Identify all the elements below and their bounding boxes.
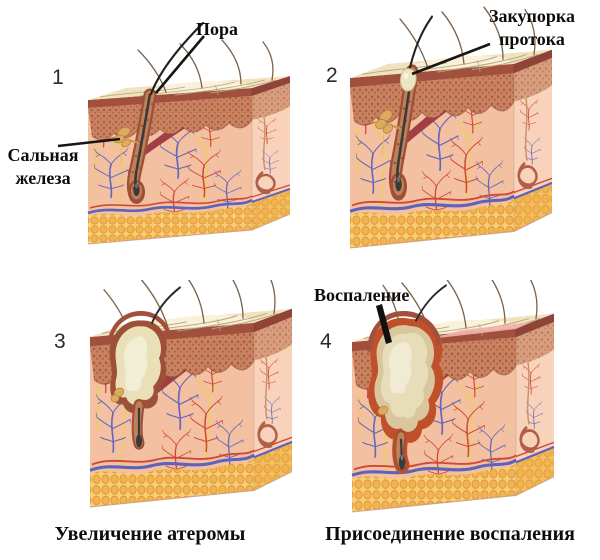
pointer-line-blockage	[411, 42, 491, 76]
pointer-arrow-inflammation	[376, 304, 392, 344]
panel-stage-3: 3 Увеличение атеромы	[0, 280, 300, 560]
stage-number-3: 3	[54, 330, 66, 353]
label-duct-blockage: Закупорка протока	[488, 6, 576, 50]
main-hair	[149, 21, 205, 96]
panel-stage-2: 2 Закупорка протока	[300, 0, 600, 280]
stage-number-4: 4	[320, 330, 332, 353]
skin-block-stage-1-normal	[57, 21, 300, 280]
label-sebaceous-gland: Сальная железа	[7, 145, 79, 189]
caption-stage-3: Увеличение атеромы	[54, 523, 246, 545]
label-pore: Пора	[196, 19, 239, 39]
skin-block-stage-4-inflammation	[300, 280, 600, 560]
label-inflammation: Воспаление	[314, 285, 410, 305]
panel-stage-4: 4 Воспаление Присоединение воспаления	[300, 280, 600, 560]
panel-stage-1: 1 Пора Сальная железа	[0, 0, 300, 280]
caption-stage-4: Присоединение воспаления	[325, 523, 575, 545]
pointer-line-sebaceous-gland	[57, 137, 121, 148]
pointer-line-pore	[155, 35, 205, 94]
skin-block-stage-3-enlarged-atheroma	[0, 280, 300, 560]
stage-number-2: 2	[326, 64, 338, 87]
skin-block-stage-2-blockage	[300, 0, 600, 280]
stage-number-1: 1	[52, 66, 64, 89]
main-hair	[408, 15, 433, 74]
